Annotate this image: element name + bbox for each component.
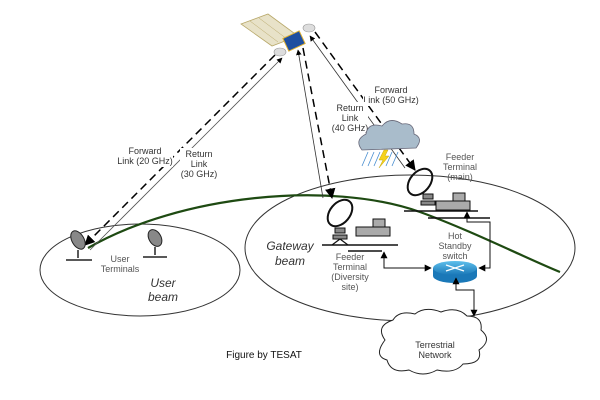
svg-text:Network: Network (418, 350, 452, 360)
svg-text:Feeder: Feeder (336, 252, 365, 262)
router-switch-icon (433, 261, 477, 283)
diversity-to-switch-connector (380, 251, 432, 272)
svg-text:(30 GHz): (30 GHz) (181, 169, 218, 179)
svg-text:Terminal: Terminal (333, 262, 367, 272)
svg-text:Terminal: Terminal (443, 162, 477, 172)
svg-text:Link: Link (342, 113, 359, 123)
main-terminal-label: Feeder Terminal (main) (443, 152, 477, 182)
svg-text:beam: beam (275, 254, 305, 268)
terrestrial-network-cloud-icon: Terrestrial Network (379, 308, 487, 375)
figure-caption: Figure by TESAT (226, 350, 302, 361)
svg-text:Terminals: Terminals (101, 264, 140, 274)
svg-text:(Diversity: (Diversity (331, 272, 369, 282)
main-feeder-terminal-icon (404, 167, 490, 219)
user-forward-link-label: Forward Link (20 GHz) (117, 145, 173, 167)
svg-text:Link (20 GHz): Link (20 GHz) (117, 156, 173, 166)
svg-text:Return: Return (185, 149, 212, 159)
svg-text:Link: Link (191, 159, 208, 169)
user-terminal-dish-1 (66, 230, 92, 261)
feeder-forward-link-label: Forward Link (50 GHz) (363, 84, 419, 106)
user-beam-ellipse (39, 223, 241, 317)
satellite-icon (240, 13, 316, 57)
user-return-link-label: Return Link (30 GHz) (180, 148, 218, 180)
svg-text:(main): (main) (447, 172, 473, 182)
svg-text:Link (50 GHz): Link (50 GHz) (363, 95, 419, 105)
diversity-terminal-label: Feeder Terminal (Diversity site) (331, 252, 369, 292)
gateway-beam-label: Gateway (266, 239, 314, 253)
feeder-return-link-label: Return Link (40 GHz) (332, 102, 369, 134)
storm-cloud-icon (358, 120, 420, 169)
diversity-forward-link-line (302, 47, 336, 200)
svg-text:Forward: Forward (374, 85, 407, 95)
switch-to-terrestrial-connector (452, 277, 478, 317)
diversity-feeder-terminal-icon (322, 198, 398, 252)
svg-text:Return: Return (336, 103, 363, 113)
svg-text:(40 GHz): (40 GHz) (332, 123, 369, 133)
hot-standby-switch-label: Hot Standby switch (438, 231, 472, 261)
diversity-return-link-line (296, 49, 324, 199)
user-terminals-label: User (110, 254, 129, 264)
svg-text:Standby: Standby (438, 241, 472, 251)
svg-text:beam: beam (148, 290, 178, 304)
user-beam-label: User (150, 276, 176, 290)
svg-text:Forward: Forward (128, 146, 161, 156)
user-terminal-dish-2 (143, 229, 167, 258)
svg-text:site): site) (341, 282, 358, 292)
svg-text:Hot: Hot (448, 231, 463, 241)
svg-text:Feeder: Feeder (446, 152, 475, 162)
svg-text:Terrestrial: Terrestrial (415, 340, 455, 350)
svg-text:switch: switch (442, 251, 467, 261)
ground-track-curve (87, 194, 561, 274)
main-to-switch-connector (463, 211, 491, 272)
